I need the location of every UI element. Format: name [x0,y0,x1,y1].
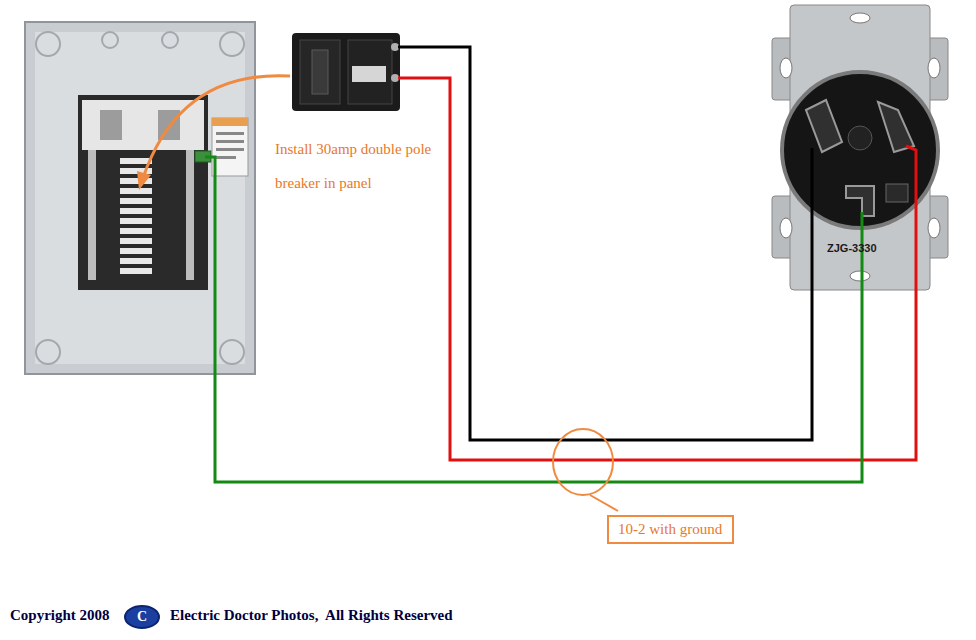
breaker-panel-part [212,118,248,126]
double-pole-breaker-part [292,33,400,111]
breaker-slots-part [120,258,152,264]
breaker-slots-part [120,238,152,244]
breaker-panel-part [78,95,208,290]
install-arrow-part [143,76,290,178]
wires [205,47,916,482]
wires-part [205,157,862,482]
copyright-note: Copyright 2008 [10,607,110,624]
receptacle-part [850,271,870,281]
receptacle [772,5,948,290]
double-pole-breaker [292,33,400,111]
receptacle-part [886,184,908,202]
receptacle-part [806,100,842,152]
double-pole-breaker-part [312,50,328,94]
double-pole-breaker-part [300,40,340,104]
breaker-panel-part [88,150,96,280]
breaker-panel-part [220,32,244,56]
breaker-panel-part [36,340,60,364]
breaker-panel-part [216,140,244,143]
receptacle-part [846,186,874,216]
breaker-panel-part [220,340,244,364]
breaker-panel [25,22,255,374]
breaker-panel-part [212,118,248,176]
breaker-panel-part [36,32,60,56]
instruction-note: Install 30amp double pole breaker in pan… [275,132,440,200]
breaker-panel-part [186,150,194,280]
receptacle-part [928,218,940,238]
breaker-panel-part [216,132,244,135]
cable-callout-part [590,495,618,511]
receptacle-part [848,126,872,150]
cable-callout [553,429,618,511]
wires-part [398,78,916,460]
breaker-panel-part [25,22,255,374]
breaker-panel-part [162,32,178,48]
cable-spec-box: 10-2 with ground [607,515,734,544]
receptacle-part [780,218,792,238]
box-text: 10-2 with ground [618,521,723,538]
install-arrow [137,76,290,190]
double-pole-breaker-part [352,66,386,82]
receptacle-part [780,58,792,78]
copyright-letter: C [137,610,147,624]
double-pole-breaker-part [391,74,399,82]
breaker-panel-part [216,156,236,159]
cable-callout-part [553,429,613,495]
part-number: ZJG-3330 [827,242,877,254]
double-pole-breaker-part [348,40,392,104]
wires-part [398,47,812,440]
double-pole-breaker-part [391,43,399,51]
breaker-panel-part [100,110,122,140]
receptacle-part [928,58,940,78]
breaker-slots-part [120,208,152,214]
breaker-slots-part [120,218,152,224]
breaker-slots-part [120,268,152,274]
install-arrow-part [137,171,151,190]
breaker-panel-part [216,148,244,151]
breaker-slots-part [120,188,152,194]
breaker-slots-part [120,228,152,234]
copyright-symbol [125,606,159,628]
breaker-slots-part [120,248,152,254]
receptacle-part [878,102,914,152]
breaker-slots [120,158,152,274]
credit-note: Electric Doctor Photos, All Rights Reser… [170,607,453,624]
receptacle-part [850,13,870,23]
breaker-slots-part [120,198,152,204]
breaker-panel-part [102,32,118,48]
